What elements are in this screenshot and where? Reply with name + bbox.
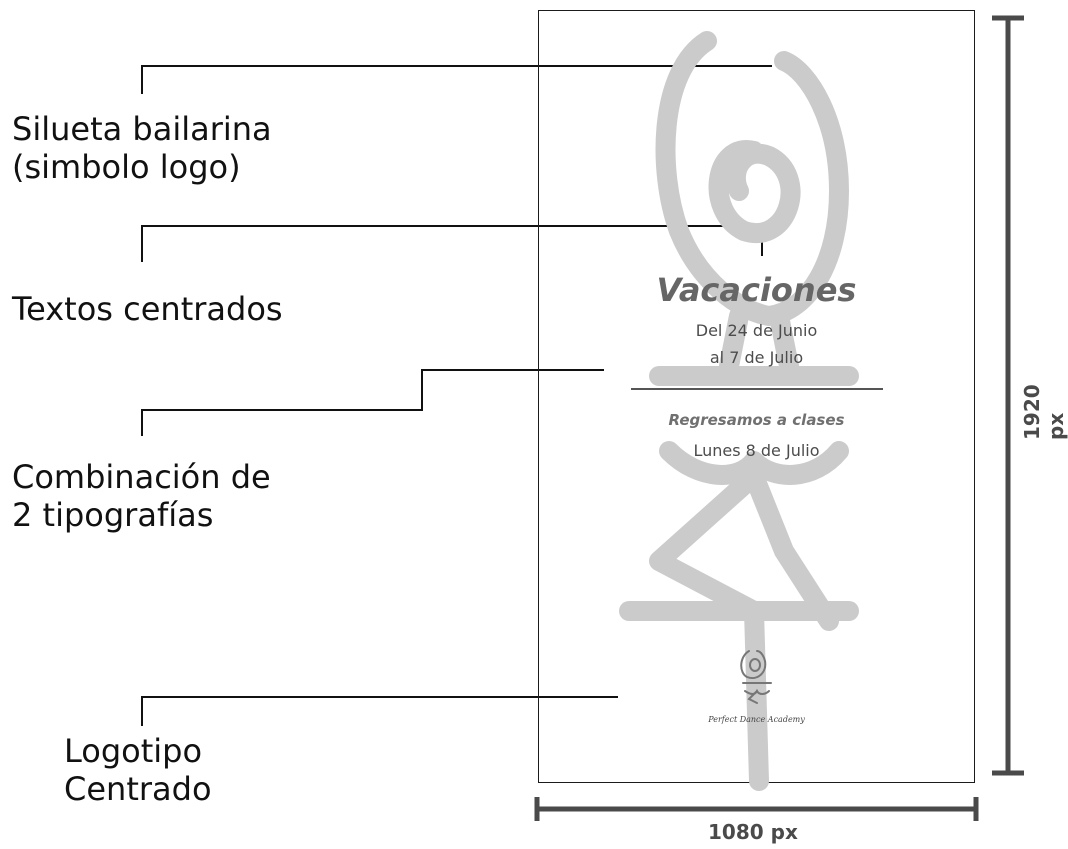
annotation-silhouette: Silueta bailarina (simbolo logo) — [12, 110, 272, 187]
brand-logo-text: Perfect Dance Academy — [708, 715, 805, 724]
dancer-silhouette-icon — [619, 31, 859, 791]
height-dimension-label: 1920 px — [1020, 384, 1068, 440]
annotation-typography-line2: 2 tipografías — [12, 496, 214, 535]
annotation-typography-line1: Combinación de — [12, 458, 271, 496]
brand-logo-icon — [740, 650, 772, 704]
width-dimension-label: 1080 px — [708, 820, 798, 844]
poster-dates-line1: Del 24 de Junio — [695, 321, 818, 340]
leader-line-logo — [141, 696, 618, 726]
annotation-typography: Combinación de 2 tipografías — [12, 458, 271, 535]
leader-line-silhouette — [141, 65, 772, 94]
poster-title: Vacaciones — [656, 271, 857, 309]
annotation-centered-text: Textos centrados — [12, 290, 283, 328]
poster-divider — [631, 388, 883, 390]
poster-dates-line2: al 7 de Julio — [709, 348, 804, 367]
annotation-logo-line2: Centrado — [64, 770, 212, 809]
annotation-silhouette-line1: Silueta bailarina — [12, 110, 272, 148]
leader-line-typography — [141, 369, 604, 436]
poster-frame: Vacaciones Del 24 de Junio al 7 de Julio… — [538, 10, 975, 791]
annotation-logo-line1: Logotipo — [64, 732, 203, 770]
annotation-logo: Logotipo Centrado — [64, 732, 212, 809]
annotation-centered-text-line1: Textos centrados — [12, 290, 283, 328]
annotation-silhouette-line2: (simbolo logo) — [12, 148, 241, 187]
poster-return-heading: Regresamos a clases — [668, 411, 845, 429]
poster-return-date: Lunes 8 de Julio — [693, 441, 820, 460]
